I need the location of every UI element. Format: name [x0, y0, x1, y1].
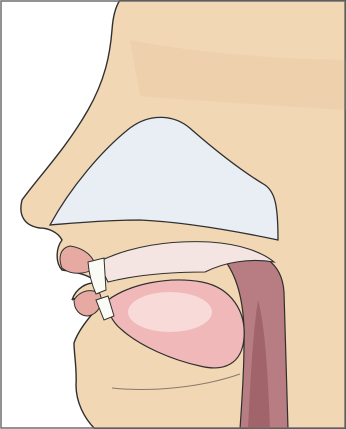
tongue-highlight [128, 292, 212, 332]
